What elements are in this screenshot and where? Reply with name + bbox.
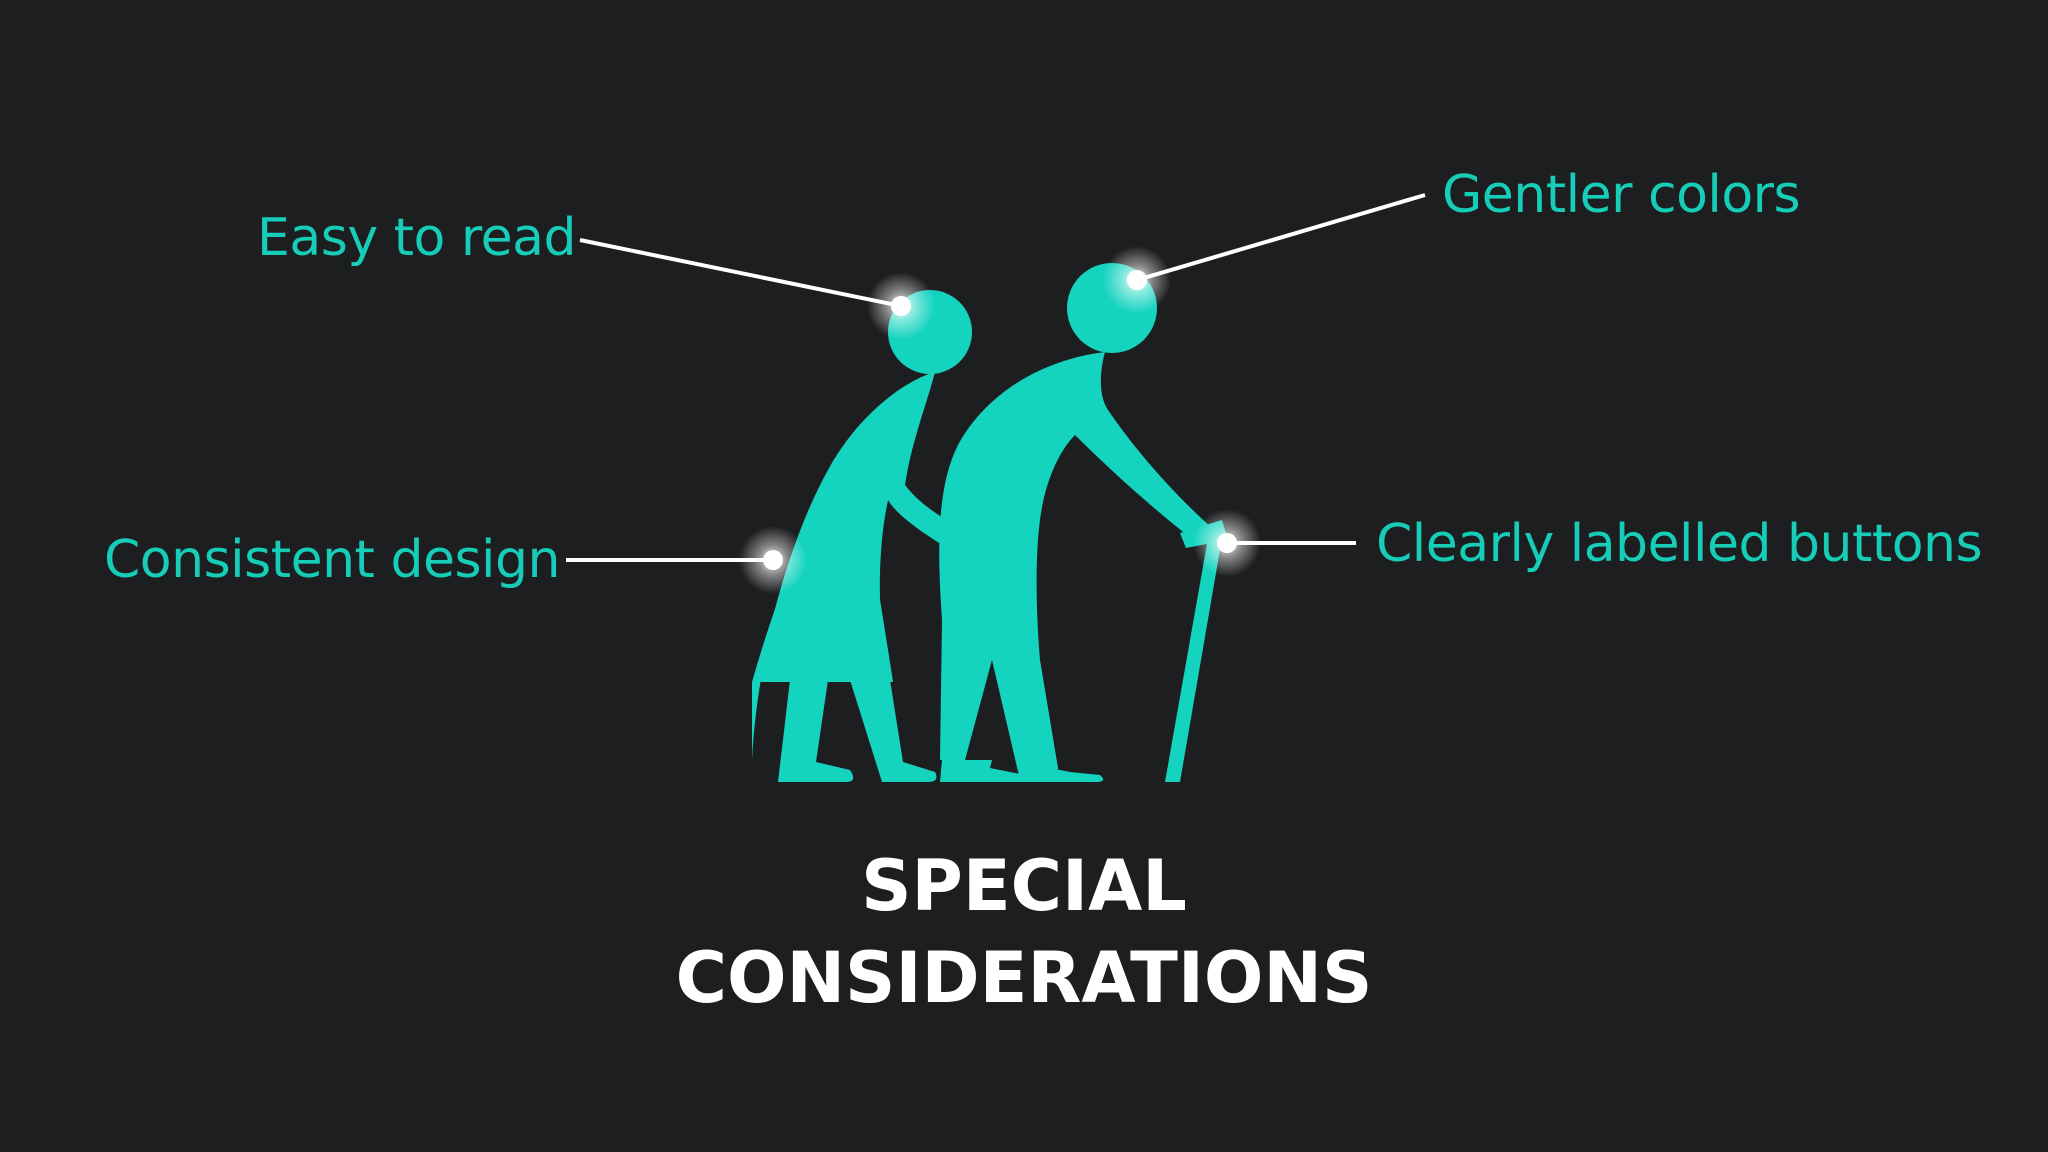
connector-easy-to-read bbox=[579, 238, 902, 308]
woman-figure bbox=[752, 290, 972, 782]
callout-easy-to-read: Easy to read bbox=[257, 208, 576, 268]
title-line-1: SPECIAL bbox=[861, 845, 1187, 927]
highlight-dots bbox=[739, 246, 1261, 594]
connector-gentler-colors bbox=[1136, 193, 1426, 282]
callout-gentler-colors: Gentler colors bbox=[1442, 165, 1801, 225]
man-figure bbox=[939, 263, 1228, 782]
slide-title: SPECIAL CONSIDERATIONS bbox=[0, 840, 2048, 1024]
title-line-2: CONSIDERATIONS bbox=[675, 937, 1373, 1019]
callout-consistent-design: Consistent design bbox=[104, 530, 560, 590]
callout-clearly-labelled-buttons: Clearly labelled buttons bbox=[1376, 514, 1983, 574]
